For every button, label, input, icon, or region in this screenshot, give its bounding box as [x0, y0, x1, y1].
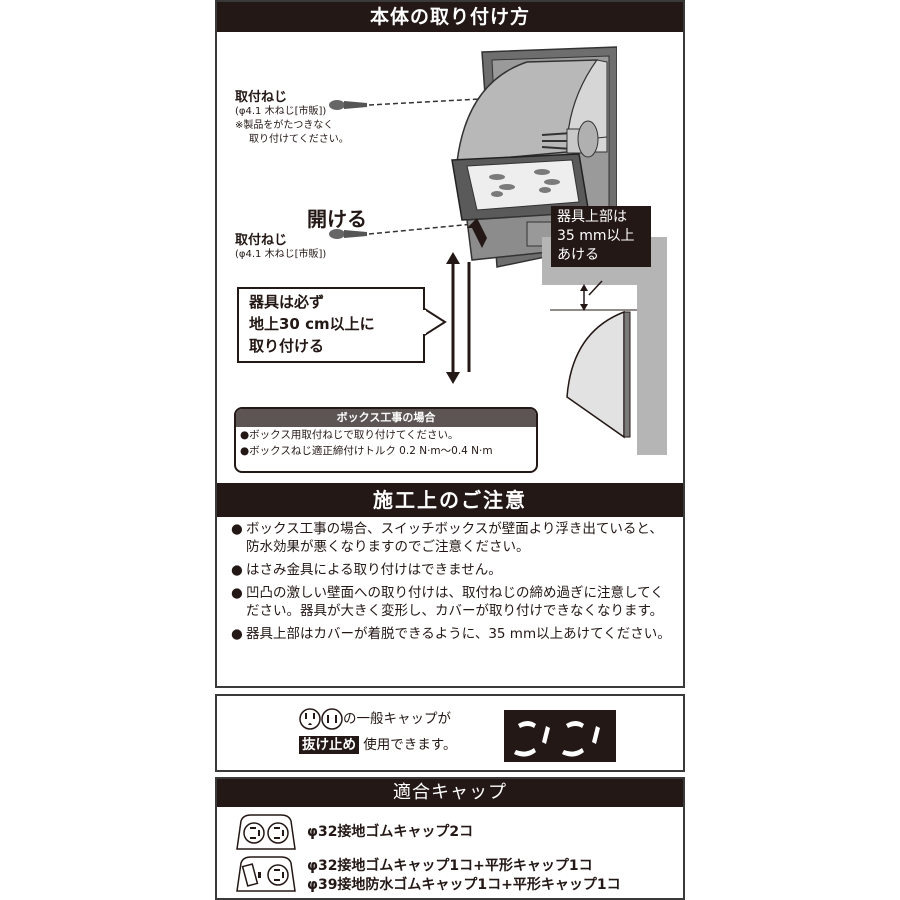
compatible-caps-panel: 適合キャップ φ32接地ゴムキャップ2コ φ32接地ゴムキャップ1コ+平形キャッ…	[215, 777, 685, 900]
cap-notice-suffix2: 使用できます。	[363, 737, 457, 753]
screw-bottom-label: 取付ねじ	[235, 233, 288, 248]
cap-notice-line2: 抜け止め 使用できます。	[299, 732, 456, 758]
bullet-icon: ●	[231, 626, 243, 642]
open-label: 開ける	[307, 207, 367, 231]
clearance-line3: あける	[557, 247, 599, 263]
compatible-caps-title: 適合キャップ	[217, 779, 683, 807]
bullet-icon: ●	[231, 521, 243, 537]
caution-item: ● 器具上部はカバーが着脱できるように、35 mm以上あけてください。	[231, 625, 676, 643]
cap-notice-line1: の一般キャップが	[299, 706, 456, 732]
caution-text: はさみ金具による取り付けはできません。	[246, 562, 502, 578]
cap-slot-illustration	[504, 710, 616, 762]
height-callout-line3: 取り付ける	[249, 337, 325, 355]
cautions-list: ● ボックス工事の場合、スイッチボックスが壁面より浮き出ていると、防水効果が悪く…	[231, 520, 676, 648]
cap-notice-panel: の一般キャップが 抜け止め 使用できます。	[215, 694, 685, 772]
install-title: 本体の取り付け方	[217, 2, 683, 32]
clearance-callout: 器具上部は 35 mm以上 あける	[551, 206, 651, 267]
cap-notice-suffix1: の一般キャップが	[343, 711, 451, 727]
caution-item: ● ボックス工事の場合、スイッチボックスが壁面より浮き出ていると、防水効果が悪く…	[231, 520, 676, 556]
height-callout: 器具は必ず 地上30 cm以上に 取り付ける	[237, 287, 425, 363]
cautions-title: 施工上のご注意	[217, 483, 683, 517]
screw-bottom-icon	[329, 215, 558, 239]
cap-notice-text: の一般キャップが 抜け止め 使用できます。	[299, 706, 456, 758]
bullet-icon: ●	[231, 585, 243, 601]
screw-top-label: 取付ねじ	[235, 90, 288, 105]
height-double-arrow-icon	[446, 252, 460, 384]
screw-top-label-group: 取付ねじ (φ4.1 木ねじ[市販]) ※製品をがたつきなく 取り付けてください…	[235, 90, 349, 147]
clearance-line2: 35 mm以上	[557, 228, 635, 244]
height-callout-line1: 器具は必ず	[249, 293, 325, 311]
caution-item: ● 凹凸の激しい壁面への取り付けは、取付ねじの締め過ぎに注意してください。器具が…	[231, 584, 676, 620]
bullet-icon: ●	[231, 562, 243, 578]
cap-row-2-line-2: φ39接地防水ゴムキャップ1コ+平形キャップ1コ	[307, 877, 621, 893]
height-callout-line2: 地上30 cm以上に	[249, 315, 375, 333]
box-work-item-1: ●ボックス用取付ねじで取り付けてください。	[240, 429, 459, 441]
cap-row-1-line-1: φ32接地ゴムキャップ2コ	[307, 824, 474, 840]
two-prong-outlet-icon	[321, 708, 343, 730]
screw-bottom-label-group: 取付ねじ (φ4.1 木ねじ[市販])	[235, 233, 326, 262]
wall-section-illustration	[542, 237, 667, 455]
screw-top-note-2: 取り付けてください。	[249, 134, 349, 145]
double-grounded-cap-icon	[236, 814, 296, 850]
clearance-line1: 器具上部は	[557, 209, 627, 225]
box-work-item-2: ●ボックスねじ適正締付けトルク 0.2 N·m〜0.4 N·m	[240, 445, 493, 457]
caution-text: ボックス工事の場合、スイッチボックスが壁面より浮き出ていると、防水効果が悪くなり…	[246, 521, 663, 555]
caution-item: ● はさみ金具による取り付けはできません。	[231, 561, 676, 579]
mixed-cap-icon	[236, 856, 296, 892]
box-work-title: ボックス工事の場合	[236, 409, 536, 427]
callout-pointer-icon	[423, 306, 447, 338]
screw-top-spec: (φ4.1 木ねじ[市販])	[235, 106, 327, 117]
caution-text: 器具上部はカバーが着脱できるように、35 mm以上あけてください。	[246, 626, 671, 642]
cable-end-icon	[542, 120, 599, 158]
box-work-note: ボックス工事の場合 ●ボックス用取付ねじで取り付けてください。 ●ボックスねじ適…	[234, 407, 538, 473]
cap-slots-icon	[514, 721, 600, 757]
screw-bottom-spec: (φ4.1 木ねじ[市販])	[235, 249, 327, 260]
installation-panel: 本体の取り付け方 取付ねじ (φ4.1 木ねじ[市販]) ※製品をがたつきなく …	[215, 0, 685, 688]
cap-row-2-line-1: φ32接地ゴムキャップ1コ+平形キャップ1コ	[307, 858, 593, 874]
grounded-outlet-icon	[299, 708, 321, 730]
caution-text: 凹凸の激しい壁面への取り付けは、取付ねじの締め過ぎに注意してください。器具が大き…	[246, 585, 664, 619]
screw-top-note-1: ※製品をがたつきなく	[235, 120, 334, 131]
retaining-badge: 抜け止め	[299, 736, 359, 754]
